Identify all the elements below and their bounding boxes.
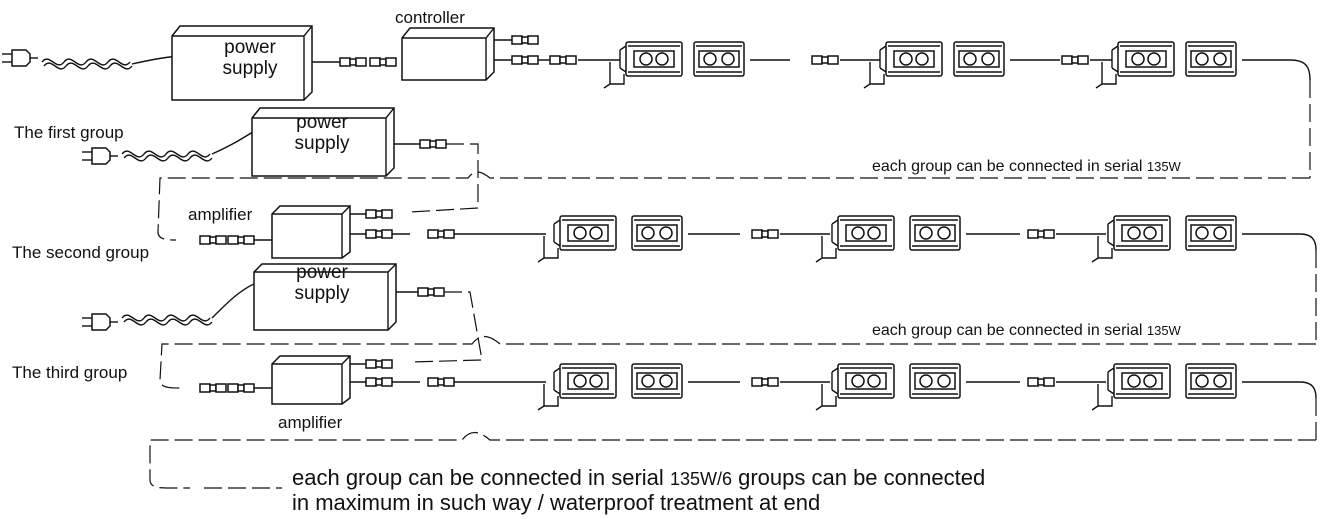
power-supply-box-1 (171, 25, 313, 101)
first-group-label: The first group (14, 123, 124, 142)
footer-note: each group can be connected in serial 13… (292, 466, 985, 515)
coiled-cable (121, 150, 213, 162)
coiled-cable (121, 314, 213, 326)
power-plug-icon (81, 147, 119, 165)
power-plug-icon (81, 313, 119, 331)
amplifier-box-1 (271, 205, 351, 259)
footer-line-2: in maximum in such way / waterproof trea… (292, 490, 821, 515)
amplifier-box-2 (271, 355, 351, 405)
coiled-cable (41, 58, 133, 70)
serial-note-1: each group can be connected in serial 13… (872, 158, 1182, 175)
footer-line-1: each group can be connected in serial 13… (292, 465, 986, 490)
serial-note-2: each group can be connected in serial 13… (872, 322, 1182, 339)
serial-dash-line-2 (159, 335, 1316, 389)
amplifier-label-2: amplifier (278, 413, 343, 432)
power-supply-box-2 (251, 107, 395, 177)
second-group-label: The second group (12, 243, 149, 262)
third-group-label: The third group (12, 363, 127, 382)
power-plug-icon (1, 49, 39, 67)
serial-dash-line-3 (149, 431, 1316, 489)
controller-label: controller (395, 8, 465, 27)
amplifier-label-1: amplifier (188, 205, 253, 224)
serial-dash-line-1 (157, 171, 1310, 241)
power-supply-box-3 (253, 263, 397, 331)
controller-box (401, 27, 495, 81)
